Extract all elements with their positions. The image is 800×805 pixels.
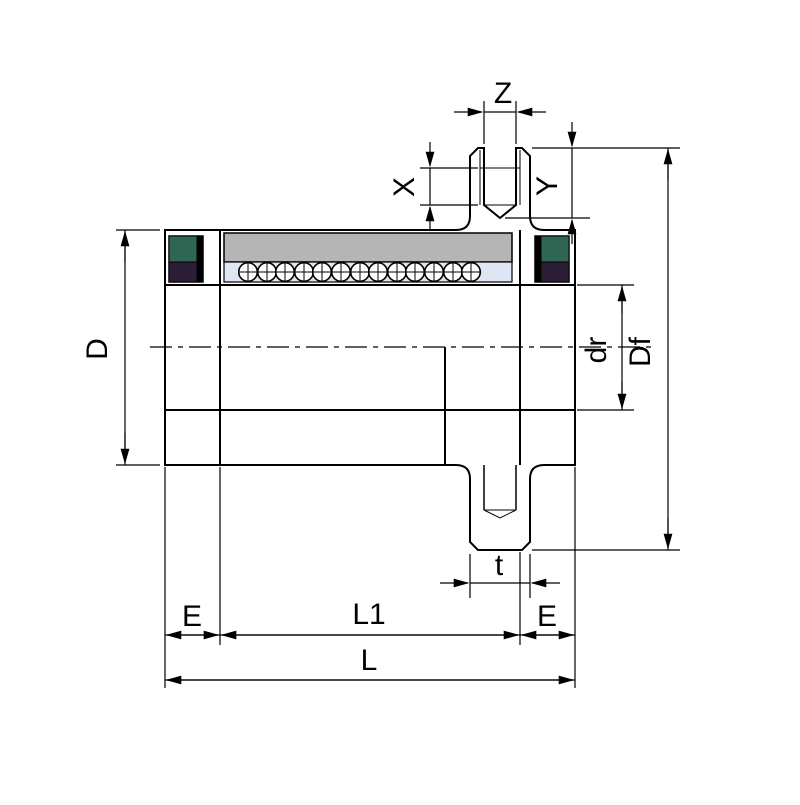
dim-label-Df: Df (624, 336, 657, 367)
ball-icon (442, 261, 464, 283)
bottom-extension-lines (164, 467, 576, 688)
dim-label-Y: Y (531, 176, 564, 196)
dim-L: L (165, 644, 575, 685)
dim-Y: Y (505, 122, 590, 244)
dim-X: X (388, 142, 478, 231)
body-outline (164, 147, 576, 551)
ball-icon (237, 261, 259, 283)
dim-t: t (440, 549, 560, 598)
sleeve-section (223, 232, 513, 263)
seal-ring (168, 235, 198, 263)
ball-icon (293, 261, 315, 283)
dim-label-Z: Z (494, 77, 512, 110)
seal-retainer (197, 236, 203, 282)
ball-icon (311, 261, 333, 283)
seal-ring (540, 235, 570, 263)
ball-icon (330, 261, 352, 283)
dim-Z: Z (454, 77, 546, 144)
dim-D: D (81, 229, 160, 466)
ball-icon (274, 261, 296, 283)
seal-retainer (535, 236, 541, 282)
ball-icon (256, 261, 278, 283)
right-seal (534, 235, 570, 283)
seal-lip (168, 261, 198, 283)
outer-contour (164, 147, 576, 551)
dim-Df: Df (532, 147, 680, 551)
ball-icon (423, 261, 445, 283)
ball-icon (386, 261, 408, 283)
dim-label-t: t (495, 549, 504, 582)
dim-label-E-right: E (537, 600, 557, 633)
dim-L1: L1 (220, 598, 520, 640)
seal-lip (540, 261, 570, 283)
threaded-hole (479, 150, 521, 206)
dim-dr: dr (577, 284, 634, 411)
left-seal (168, 235, 204, 283)
dim-label-E-left: E (182, 600, 202, 633)
dim-label-L1: L1 (352, 598, 385, 631)
dimensions: D Df dr Z (81, 77, 680, 688)
ball-icon (404, 261, 426, 283)
bottom-flange-hole (483, 465, 517, 519)
ball-icon (460, 261, 482, 283)
dim-E-left: E (165, 600, 220, 640)
ball-icon (367, 261, 389, 283)
dim-label-X: X (388, 177, 421, 197)
dim-E-right: E (520, 600, 575, 640)
ball-icon (349, 261, 371, 283)
dim-label-D: D (81, 338, 114, 360)
dim-label-L: L (361, 644, 378, 677)
dim-label-dr: dr (580, 337, 613, 364)
